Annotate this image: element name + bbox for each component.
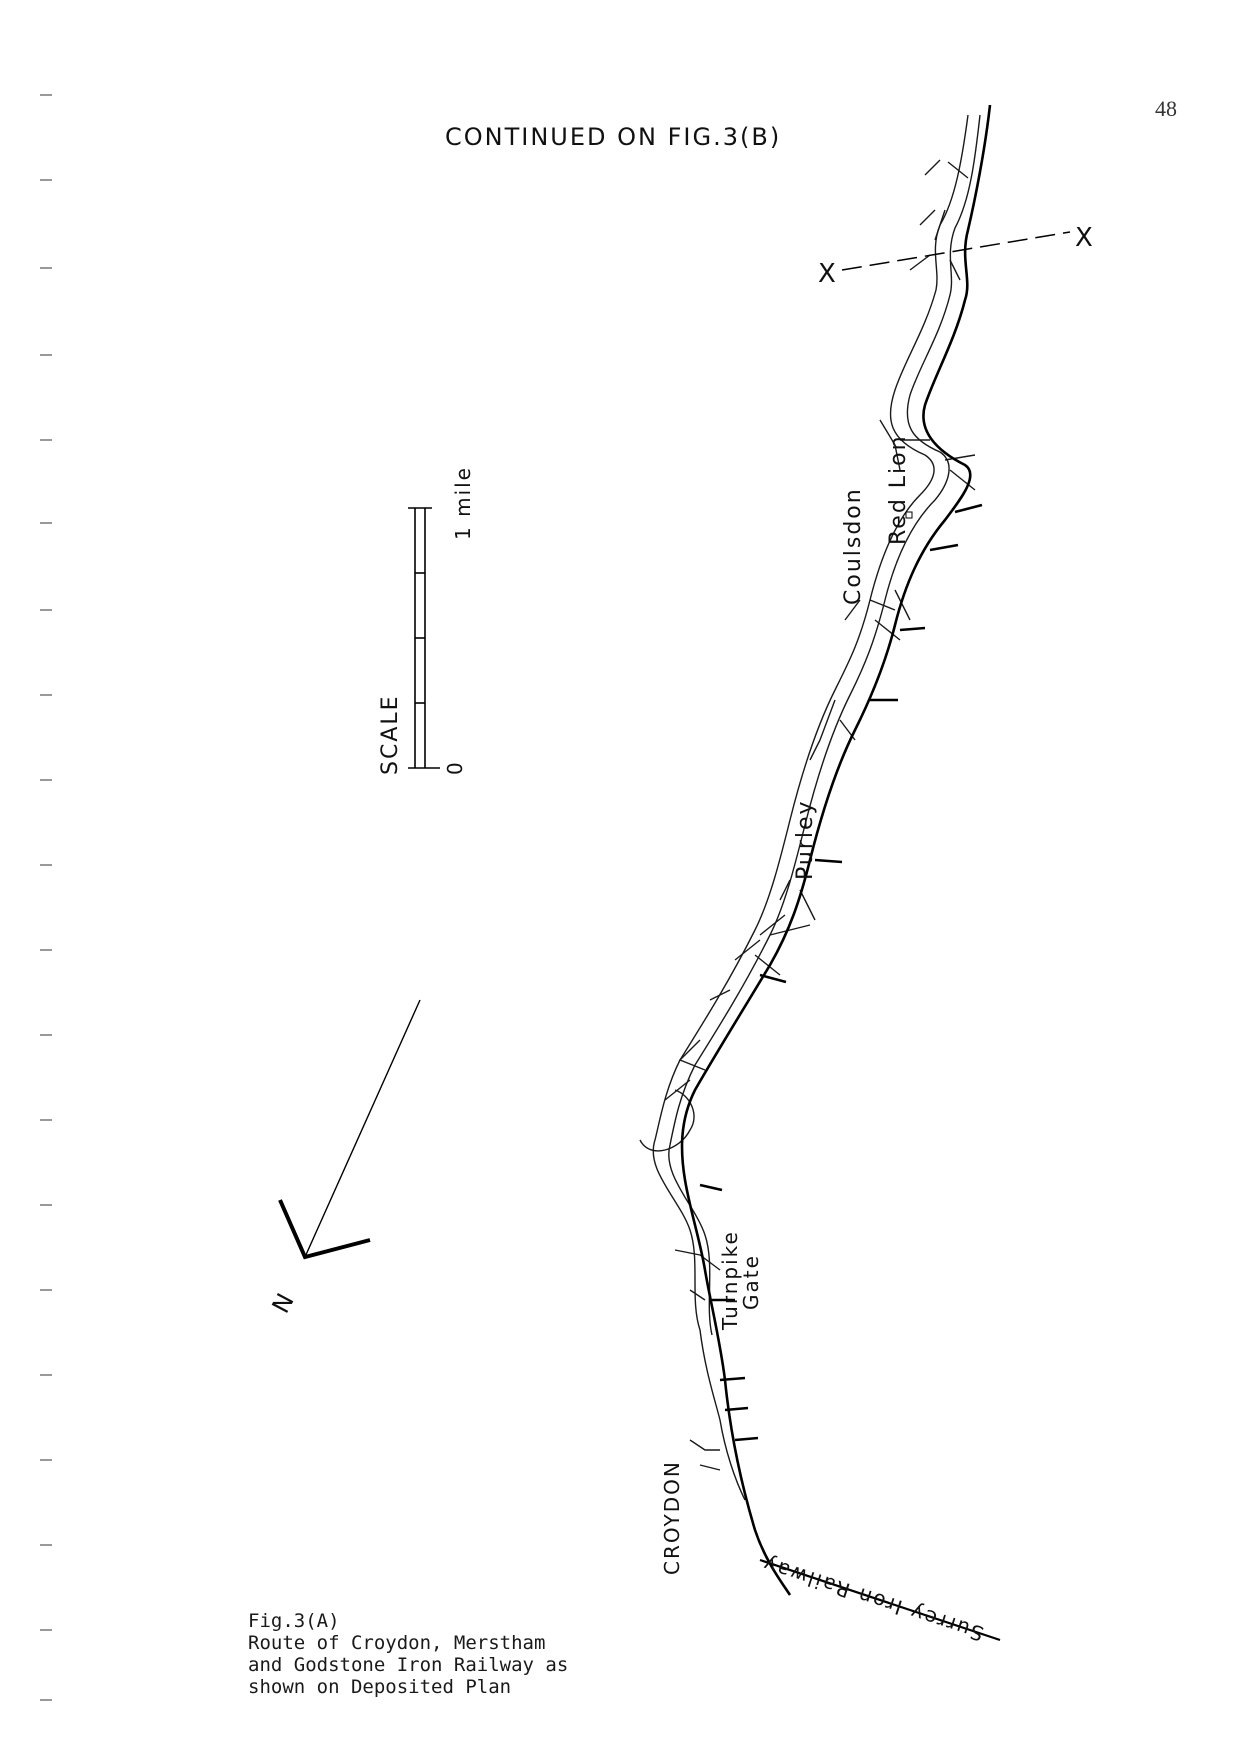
north-arrow — [278, 999, 421, 1260]
surrey-iron-railway-line — [759, 1558, 1001, 1642]
place-label-red-lion: Red Lion — [886, 434, 911, 545]
place-label-coulsdon: Coulsdon — [841, 487, 866, 605]
railway-line — [680, 104, 992, 1596]
margin-ticks — [40, 94, 52, 1701]
place-label-croydon: CROYDON — [660, 1460, 684, 1575]
figure-caption: Fig.3(A) Route of Croydon, Merstham and … — [248, 1610, 568, 1698]
place-label-surrey-iron-railway: Surrey Iron Railway — [759, 1552, 987, 1646]
red-lion-marker — [905, 511, 913, 519]
section-line — [841, 231, 1071, 271]
scale-start-label: 0 — [443, 760, 467, 775]
scale-title: SCALE — [378, 694, 403, 775]
section-marker-right: X — [1075, 223, 1095, 253]
place-label-purley: Purley — [793, 799, 818, 880]
caption-line-4: shown on Deposited Plan — [248, 1676, 512, 1698]
north-label: N — [267, 1287, 301, 1318]
caption-fig-number: Fig.3(A) — [248, 1610, 340, 1632]
place-label-gate: Gate — [739, 1254, 763, 1310]
caption-line-3: and Godstone Iron Railway as — [248, 1654, 569, 1676]
place-label-turnpike: Turnpike — [718, 1230, 742, 1331]
road-network — [639, 114, 981, 1501]
continued-label: CONTINUED ON FIG.3(B) — [445, 123, 781, 151]
scale-end-label: 1 mile — [451, 466, 475, 540]
caption-line-2: Route of Croydon, Merstham — [248, 1632, 546, 1654]
section-marker-left: X — [818, 259, 838, 289]
page-number: 48 — [1155, 96, 1177, 121]
scale-bar — [408, 507, 440, 769]
